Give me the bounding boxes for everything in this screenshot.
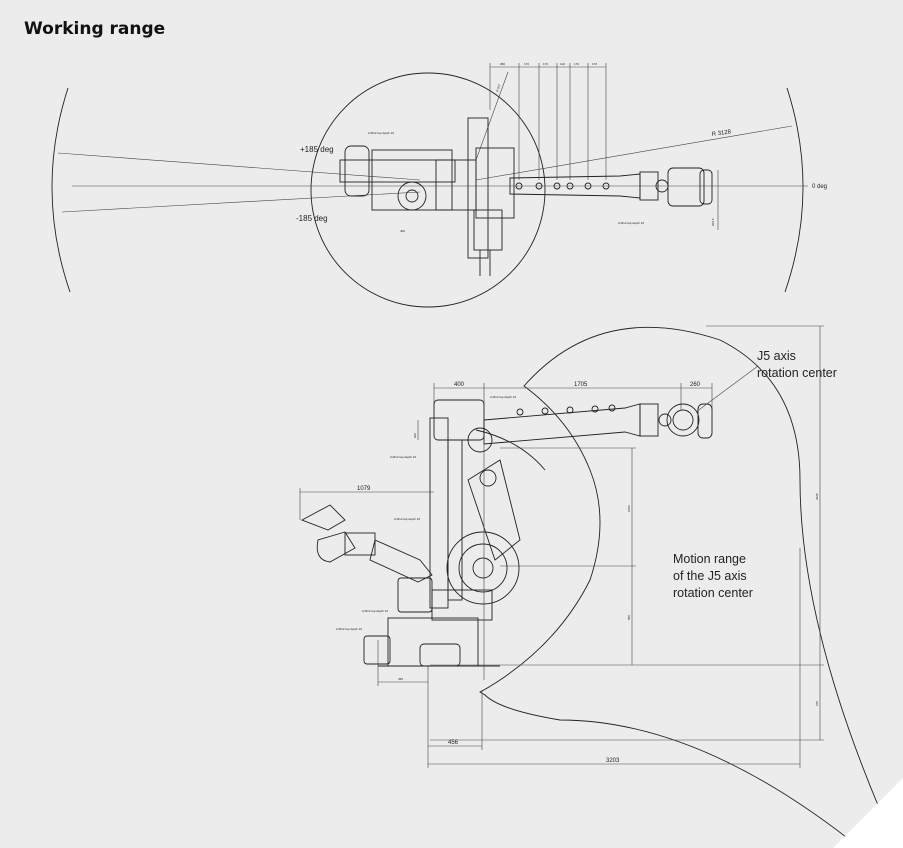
tap-label-side-4: 2-M12 tap depth 16 (336, 627, 362, 631)
outer-arc-left (51, 87, 71, 293)
inner-range-circle (310, 72, 546, 308)
side-view: 400 1705 260 1079 1050 850 2925 615 456 … (299, 325, 881, 848)
top-view: 380 170 170 110 170 170 (51, 62, 827, 308)
radius-line (475, 125, 793, 181)
angle-neg-label: -185 deg (296, 214, 328, 223)
dim-top-1: 170 (524, 62, 529, 66)
dim-side-label: 206.5 (711, 218, 715, 226)
angle-pos-label: +185 deg (300, 145, 334, 154)
dim-base-label: 400 (400, 229, 405, 233)
page-title: Working range (24, 19, 166, 39)
radius-inner-label: R 877 (495, 83, 502, 92)
robot-side (300, 399, 713, 680)
zero-deg-label: 0 deg (812, 184, 827, 190)
tap-label-side-1: 2-M12 tap depth 16 (390, 455, 416, 459)
dim-850-label: 850 (627, 615, 631, 620)
dim-1705-label: 1705 (574, 382, 588, 388)
top-dims: 380 170 170 110 170 170 (489, 62, 607, 180)
dim-200-label: 200 (413, 433, 417, 438)
tap-label-top-2: 2-M12 tap depth 16 (618, 221, 644, 225)
dim-top-2: 170 (543, 62, 548, 66)
j5-label-line1: J5 axis (757, 349, 796, 363)
angle-line-neg (61, 191, 421, 213)
tap-label-side-3: 2-M12 tap depth 16 (362, 609, 388, 613)
motion-label-line3: rotation center (673, 586, 753, 600)
outer-arc-right (784, 87, 804, 293)
dim-450-label: 450 (398, 677, 403, 681)
dim-2925-label: 2925 (815, 493, 819, 500)
robot-top (339, 117, 719, 276)
angle-line-pos (57, 152, 421, 181)
tap-label-top: 2-M12 tap depth 16 (368, 131, 394, 135)
dim-top-0: 380 (500, 62, 505, 66)
side-dims (299, 325, 824, 768)
tap-label-side-2: 2-M12 tap depth 16 (394, 517, 420, 521)
dim-1079-label: 1079 (357, 486, 371, 492)
dim-260-label: 260 (690, 382, 701, 388)
tap-label-side-5: 2-M12 tap depth 16 (490, 395, 516, 399)
page-corner (833, 778, 903, 848)
j5-label-line2: rotation center (757, 366, 837, 380)
dim-400-label: 400 (454, 382, 465, 388)
dim-3203-label: 3203 (606, 758, 620, 764)
motion-label-line1: Motion range (673, 552, 746, 566)
j5-pointer-line (695, 365, 759, 413)
motion-range-envelope (479, 326, 881, 848)
dim-1050-label: 1050 (627, 505, 631, 512)
dim-top-4: 170 (574, 62, 579, 66)
dim-top-3: 110 (560, 62, 565, 66)
radius-outer-label: R 3128 (711, 129, 732, 138)
motion-label-line2: of the J5 axis (673, 569, 747, 583)
dim-456-label: 456 (448, 740, 459, 746)
dim-615-label: 615 (815, 701, 819, 706)
radius-inner-line (475, 71, 509, 161)
dim-top-5: 170 (592, 62, 597, 66)
